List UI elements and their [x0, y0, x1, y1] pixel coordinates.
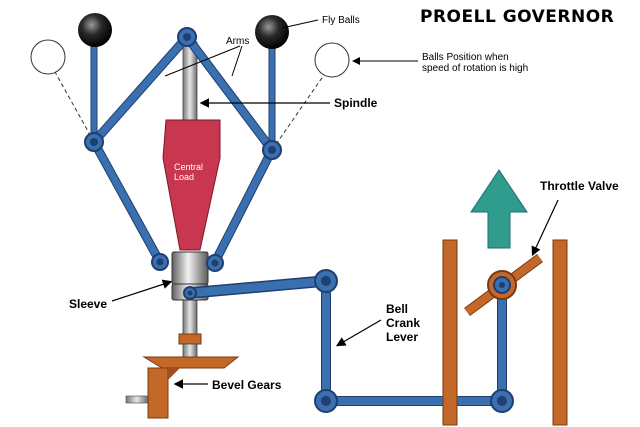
balls-position-label-line2: speed of rotation is high: [422, 63, 528, 74]
flow-up-arrow-icon: [470, 169, 528, 249]
bell-crank-label-line3: Lever: [386, 330, 418, 344]
sleeve-label: Sleeve: [69, 297, 107, 311]
left-high-speed-dashed-line: [54, 71, 95, 143]
left-fly-ball: [78, 13, 112, 47]
central-load: [162, 119, 221, 251]
spindle-base: [182, 343, 198, 359]
bevel-gears-label: Bevel Gears: [212, 378, 282, 392]
bell-crank-arrow: [335, 319, 382, 347]
bevel-gears: [125, 356, 240, 419]
fly-balls-label: Fly Balls: [322, 15, 360, 26]
bell-crank-label-line2: Crank: [386, 316, 420, 330]
upper-arms: [90, 34, 276, 153]
arms-leader-right: [231, 45, 243, 77]
arms-label: Arms: [226, 36, 249, 47]
sleeve-link: [189, 275, 327, 299]
throttle-valve-label: Throttle Valve: [540, 179, 619, 193]
diagram-title: PROELL GOVERNOR: [420, 7, 614, 27]
spindle-label: Spindle: [334, 96, 378, 110]
lower-arms: [90, 139, 277, 265]
arms-leader-left: [164, 45, 241, 77]
right-high-speed-dashed-line: [271, 71, 327, 151]
bell-crank-label-line1: Bell: [386, 302, 408, 316]
central-load-label-line1: Central: [174, 162, 203, 172]
left-high-speed-ball-outline: [30, 39, 66, 75]
fly-balls-leader: [281, 19, 319, 29]
throttle-pipe-left-wall: [442, 239, 458, 426]
throttle-pipe-right-wall: [552, 239, 568, 426]
central-load-label-line2: Load: [174, 172, 194, 182]
governor-pivots: [84, 27, 282, 300]
throttle-valve-arrow: [531, 199, 559, 257]
bell-crank-lever: [314, 269, 514, 413]
balls-position-label-line1: Balls Position when: [422, 52, 509, 63]
right-high-speed-ball-outline: [314, 42, 350, 78]
throttle-valve: [464, 253, 543, 317]
spindle-collar: [178, 333, 202, 345]
sleeve-arrow: [111, 279, 173, 302]
right-fly-ball: [255, 15, 289, 49]
